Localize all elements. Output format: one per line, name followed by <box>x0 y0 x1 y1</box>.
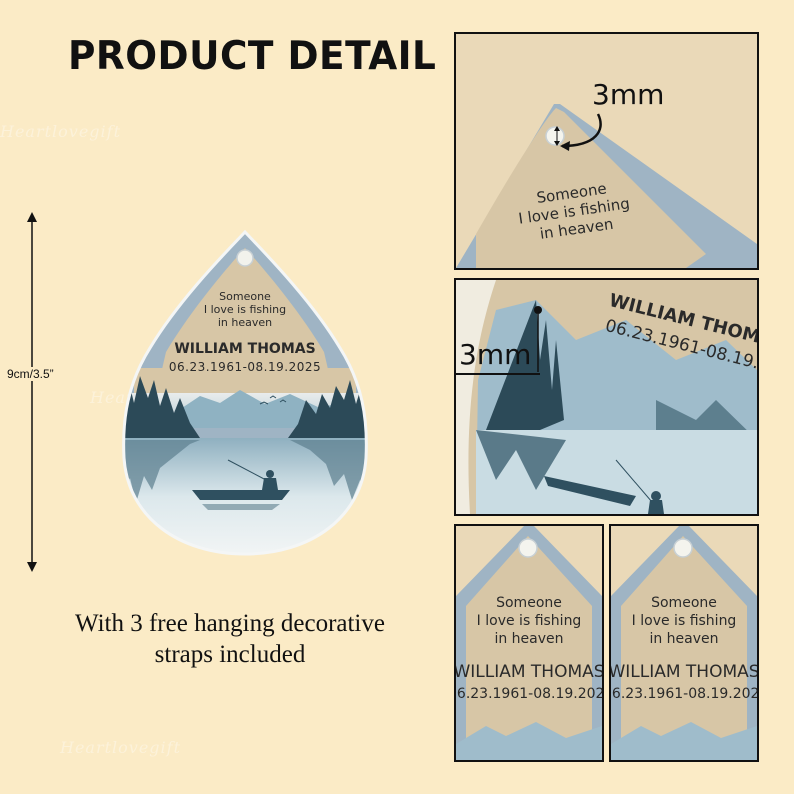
hanging-hole <box>236 249 254 267</box>
strap-dates-1: 06.23.1961-08.19.2025 <box>454 686 604 702</box>
thickness-closeup-panel: 3mm WILLIAM THOMAS 06.23.1961-08.19.202 <box>454 278 759 516</box>
fisherman-canoe <box>192 459 290 510</box>
strap-line2: I love is fishing <box>631 613 737 629</box>
ornament-line3: in heaven <box>217 316 273 329</box>
ornament-front-view: Someone I love is fishing in heaven WILL… <box>120 228 370 556</box>
thickness-label: 3mm <box>459 338 532 371</box>
height-dimension-arrow <box>27 212 37 572</box>
caption-line2: straps included <box>154 641 306 668</box>
ornament-name: WILLIAM THOMAS <box>174 341 316 357</box>
strap-text-block-2: Someone I love is fishing in heaven <box>611 594 757 648</box>
strap-view-panel-1: Someone I love is fishing in heaven WILL… <box>454 524 604 762</box>
strap-line1: Someone <box>496 595 562 611</box>
strap-dates-2: 06.23.1961-08.19.2025 <box>609 686 759 702</box>
strap-name-2: WILLIAM THOMAS <box>609 662 759 682</box>
hole-size-label: 3mm <box>592 78 665 111</box>
strap-view-art-1 <box>456 526 602 760</box>
caption-line1: With 3 free hanging decorative <box>75 610 385 637</box>
strap-name-1: WILLIAM THOMAS <box>454 662 604 682</box>
strap-line1: Someone <box>651 595 717 611</box>
caption: With 3 free hanging decorative straps in… <box>30 608 430 670</box>
page-title: PRODUCT DETAIL <box>68 34 437 79</box>
thickness-closeup-art <box>456 280 757 514</box>
strap-line3: in heaven <box>649 631 719 647</box>
ornament-line2: I love is fishing <box>203 303 287 316</box>
hole-closeup-art <box>456 104 757 268</box>
ornament-dates: 06.23.1961-08.19.2025 <box>168 360 322 374</box>
strap-view-art-2 <box>611 526 757 760</box>
height-label: 9cm/3.5” <box>6 367 55 381</box>
ornament-shape <box>122 229 368 556</box>
strap-view-panel-2: Someone I love is fishing in heaven WILL… <box>609 524 759 762</box>
strap-line2: I love is fishing <box>476 613 582 629</box>
strap-line3: in heaven <box>494 631 564 647</box>
ornament-line1: Someone <box>219 290 271 303</box>
strap-text-block-1: Someone I love is fishing in heaven <box>456 594 602 648</box>
hole-closeup-panel: 3mm Someone I love is fishing in heaven <box>454 32 759 270</box>
